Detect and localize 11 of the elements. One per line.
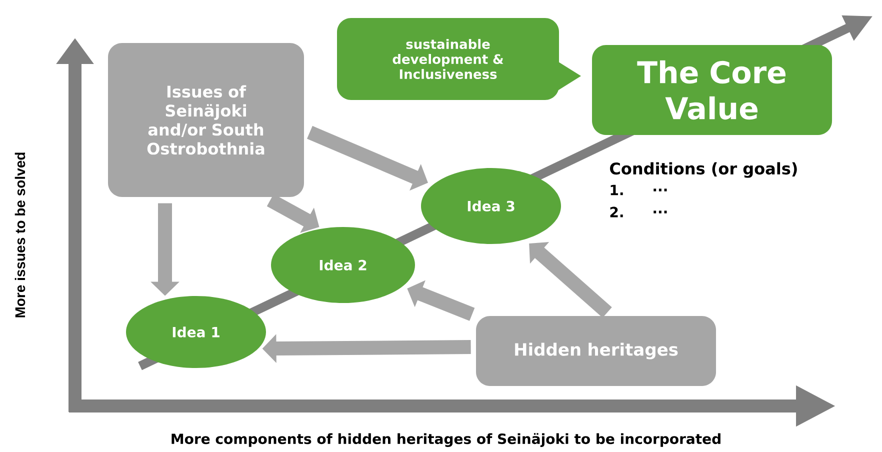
issue-box: Issues of Seinäjoki and/or South Ostrobothnia: [108, 43, 304, 197]
core-value-box: The Core Value: [592, 45, 832, 135]
axis-label: More issues to be solved: [14, 152, 26, 318]
heritage-box: Hidden heritages: [476, 316, 716, 386]
condition-text: Conditions (or goals): [610, 162, 797, 178]
condition-text: 2.: [610, 206, 623, 218]
condition-text: ...: [654, 210, 667, 214]
speech-bubble: sustainable development & Inclusiveness: [337, 18, 581, 100]
condition-text: ...: [654, 188, 667, 192]
condition-text: 1.: [610, 184, 623, 196]
axis-label: More components of hidden heritages of Seinäjoki to be incorporated: [172, 433, 720, 447]
